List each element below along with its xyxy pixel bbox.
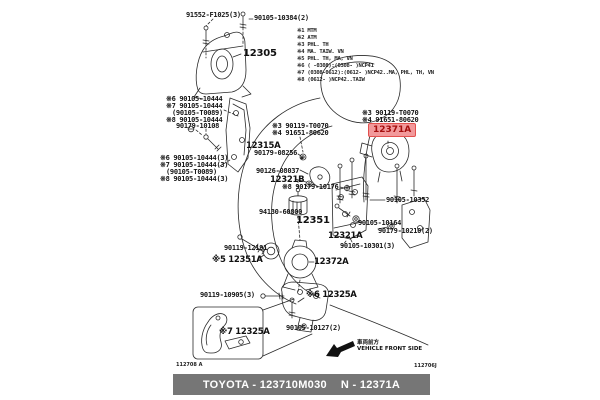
part-label-12325A-inset: ※7 12325A xyxy=(219,327,270,337)
part-label-stack-lower-3: (90105-T0089) xyxy=(166,168,217,176)
part-label-90105-10301: 90105-10301(3) xyxy=(340,242,395,250)
part-label-90119-T0070-center: ※3 90119-T0070 xyxy=(272,122,329,130)
part-label-12372A: 12372A xyxy=(314,257,349,267)
part-label-90179-10108: 90179-10108 xyxy=(176,122,220,130)
vehicle-front-label-jp: 車両前方 xyxy=(357,340,380,346)
part-label-90119-10905: 90119-10905(3) xyxy=(200,291,255,299)
part-label-90119-T0070-right: ※3 90119-T0070 xyxy=(362,109,419,117)
drawing-code-right: 112706J xyxy=(414,363,437,369)
part-label-12305: 12305 xyxy=(243,48,277,59)
vehicle-front-arrow-icon xyxy=(326,341,355,357)
legend-line: ※6 ( -0308):(0308- )NCP41 xyxy=(297,63,374,69)
part-label-90179-10210: 90179-10210(2) xyxy=(378,227,433,235)
part-label-91651-80620-center: ※4 91651-80620 xyxy=(272,129,329,137)
legend-line: ※8 (0612- )NCP42..TAIW xyxy=(297,77,365,83)
highlighted-part-label-12371A[interactable]: 12371A xyxy=(368,123,417,137)
part-label-91651-80620-right: ※4 91651-80620 xyxy=(362,116,419,124)
part-label-91552-F1025: 91552-F1025(3) xyxy=(186,11,241,19)
part-label-90179-10176: ※8 90179-10176 xyxy=(282,183,339,191)
part-label-12315A: 12315A xyxy=(246,141,281,151)
applicability-legend: ※1 MTM ※2 ATM ※3 PHL. TH ※4 MA. TAIW. VN… xyxy=(297,28,434,84)
part-label-12325A: ※6 12325A xyxy=(306,290,357,300)
part-label-stack-upper-2: ※7 90105-10444 xyxy=(166,102,223,110)
part-label-90105-10384: 90105-10384(2) xyxy=(254,14,309,22)
part-label-12321A: 12321A xyxy=(328,231,363,241)
part-label-90105-10164: 90105-10164 xyxy=(358,219,402,227)
part-label-stack-lower-1: ※6 90105-10444(3) xyxy=(160,154,229,162)
part-label-90126-08037: 90126-08037 xyxy=(256,167,300,175)
vehicle-front-label-en: VEHICLE FRONT SIDE xyxy=(357,346,423,352)
part-label-12321B: 12321B xyxy=(270,175,305,185)
part-label-90119-12191: 90119-12191 xyxy=(224,244,268,252)
part-label-stack-upper-3: (90105-T0089) xyxy=(172,109,223,117)
part-label-90179-08256: 90179-08256 xyxy=(254,149,298,157)
legend-line: ※5 PHL. TH, MA, VN xyxy=(297,56,353,62)
legend-line: ※3 PHL. TH xyxy=(297,42,329,48)
legend-line: ※1 MTM xyxy=(297,28,317,34)
footer-reference-number: N - 12371A xyxy=(340,378,401,391)
part-label-90105-10127: 90105-10127(2) xyxy=(286,324,341,332)
part-label-stack-upper-1: ※6 90105-10444 xyxy=(166,95,223,103)
drawing-code-left: 112708 A xyxy=(176,362,203,368)
part-label-stack-lower-4: ※8 90105-10444(3) xyxy=(160,175,229,183)
part-label-94130-60800: 94130-60800 xyxy=(259,208,303,216)
legend-line: ※4 MA. TAIW. VN xyxy=(297,49,344,55)
part-label-12351A: ※5 12351A xyxy=(212,255,263,265)
part-label-12351: 12351 xyxy=(296,215,330,226)
footer-part-number: TOYOTA - 123710M030 xyxy=(202,378,327,391)
part-label-90105-10352: 90105-10352 xyxy=(386,196,430,204)
legend-line: ※7 (0308-0612):(0612- )NCP42..MA, PHL, T… xyxy=(297,70,434,76)
footer-part-bar: TOYOTA - 123710M030 N - 12371A xyxy=(173,374,430,395)
legend-line: ※2 ATM xyxy=(297,35,317,41)
part-label-stack-upper-4: ※8 90105-10444 xyxy=(166,116,223,124)
part-label-stack-lower-2: ※7 90105-10444(3) xyxy=(160,161,229,169)
